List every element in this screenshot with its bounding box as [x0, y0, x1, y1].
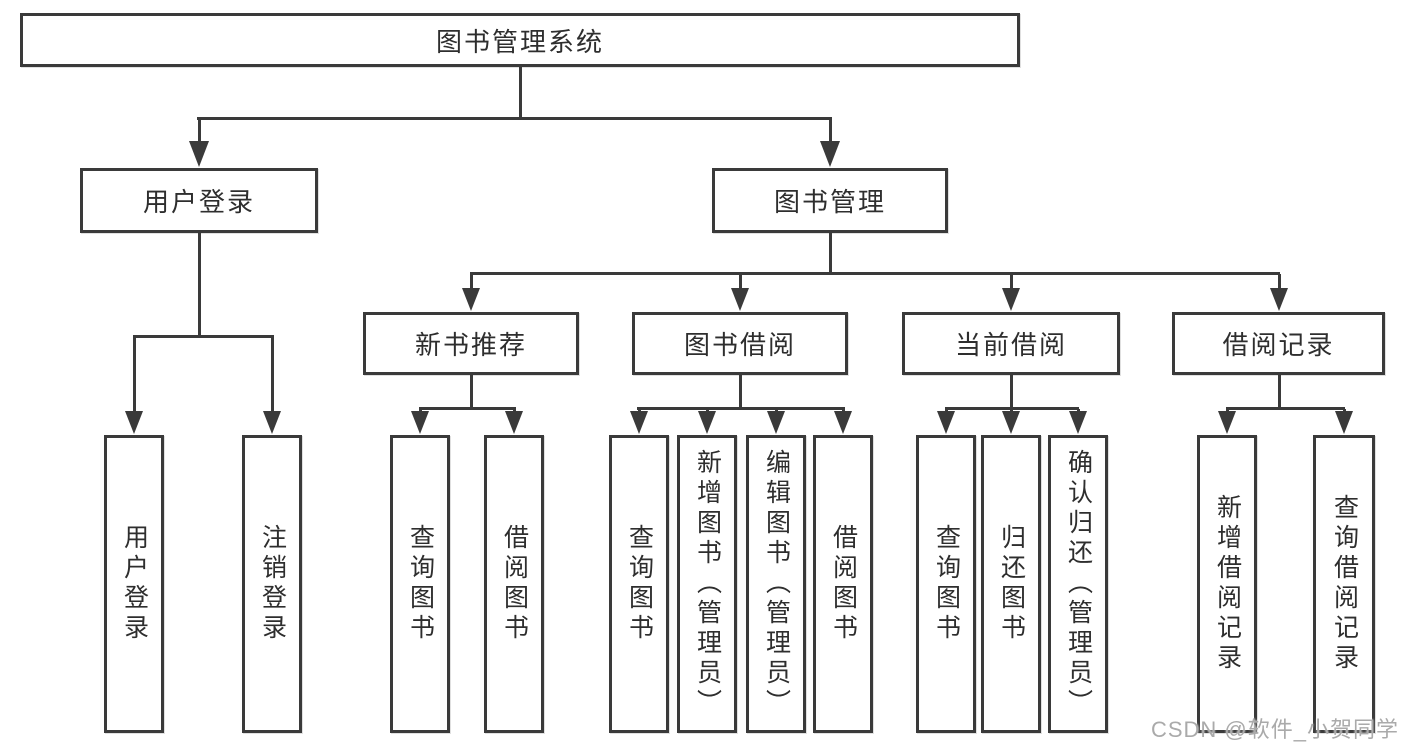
node-book-management: 图书管理: [712, 168, 948, 233]
node-label: 图书管理: [773, 187, 886, 217]
connector-line: [637, 407, 845, 410]
leaf-label: 查询借阅记录: [1330, 494, 1359, 674]
leaf-label: 注销登录: [258, 524, 287, 644]
node-label: 图书管理系统: [435, 26, 604, 57]
node-label: 新书推荐: [414, 330, 527, 360]
arrowhead-down-icon: [937, 411, 955, 434]
leaf-label: 查询图书: [406, 524, 435, 644]
leaf-borrow-books: 借阅图书: [813, 435, 873, 733]
arrowhead-down-icon: [462, 288, 480, 311]
leaf-user-login: 用户登录: [104, 435, 164, 733]
arrowhead-down-icon: [1335, 411, 1353, 434]
connector-line: [197, 117, 832, 120]
node-new-book-recommend: 新书推荐: [363, 312, 579, 375]
arrowhead-down-icon: [767, 411, 785, 434]
node-root-library-system: 图书管理系统: [20, 13, 1020, 67]
leaf-confirm-return-admin: 确认归还（管理员）: [1048, 435, 1108, 733]
connector-line: [519, 67, 522, 119]
arrowhead-down-icon: [1218, 411, 1236, 434]
node-label: 当前借阅: [954, 330, 1067, 360]
connector-line: [419, 407, 516, 410]
connector-line: [1278, 375, 1281, 409]
arrowhead-down-icon: [1069, 411, 1087, 434]
connector-line: [133, 335, 274, 338]
connector-line: [133, 337, 136, 413]
connector-line: [198, 233, 201, 337]
leaf-label: 编辑图书（管理员）: [762, 449, 791, 719]
arrowhead-down-icon: [505, 411, 523, 434]
leaf-label: 借阅图书: [500, 524, 529, 644]
leaf-return-book: 归还图书: [981, 435, 1041, 733]
leaf-edit-book-admin: 编辑图书（管理员）: [746, 435, 806, 733]
connector-line: [470, 375, 473, 409]
connector-line: [271, 337, 274, 413]
arrowhead-down-icon: [1002, 411, 1020, 434]
connector-line: [470, 274, 473, 289]
arrowhead-down-icon: [189, 141, 209, 167]
leaf-label: 新增图书（管理员）: [693, 449, 722, 719]
leaf-label: 借阅图书: [829, 524, 858, 644]
arrowhead-down-icon: [1002, 288, 1020, 311]
leaf-label: 查询图书: [932, 524, 961, 644]
leaf-query-books-current: 查询图书: [916, 435, 976, 733]
node-book-borrowing: 图书借阅: [632, 312, 848, 375]
connector-line: [829, 119, 832, 145]
leaf-query-borrow-record: 查询借阅记录: [1313, 435, 1375, 733]
arrowhead-down-icon: [820, 141, 840, 167]
arrowhead-down-icon: [125, 411, 143, 434]
arrowhead-down-icon: [263, 411, 281, 434]
connector-line: [470, 272, 1280, 275]
csdn-watermark: CSDN @软件_小贺同学: [1150, 717, 1399, 742]
leaf-label: 查询图书: [625, 524, 654, 644]
arrowhead-down-icon: [731, 288, 749, 311]
connector-line: [1010, 375, 1013, 409]
leaf-label: 归还图书: [997, 524, 1026, 644]
arrowhead-down-icon: [411, 411, 429, 434]
connector-line: [1226, 407, 1345, 410]
connector-line: [739, 375, 742, 409]
node-label: 借阅记录: [1222, 330, 1335, 360]
leaf-label: 确认归还（管理员）: [1064, 449, 1093, 719]
connector-line: [739, 274, 742, 289]
leaf-label: 新增借阅记录: [1213, 494, 1242, 674]
node-label: 图书借阅: [683, 330, 796, 360]
connector-line: [1278, 274, 1281, 289]
connector-line: [198, 119, 201, 145]
leaf-add-borrow-record: 新增借阅记录: [1197, 435, 1257, 733]
connector-line: [829, 233, 832, 274]
leaf-query-books-recommend: 查询图书: [390, 435, 450, 733]
arrowhead-down-icon: [630, 411, 648, 434]
connector-line: [945, 407, 1079, 410]
arrowhead-down-icon: [1270, 288, 1288, 311]
leaf-borrow-books-recommend: 借阅图书: [484, 435, 544, 733]
node-current-borrowing: 当前借阅: [902, 312, 1120, 375]
arrowhead-down-icon: [834, 411, 852, 434]
node-borrowing-records: 借阅记录: [1172, 312, 1385, 375]
arrowhead-down-icon: [698, 411, 716, 434]
node-user-login: 用户登录: [80, 168, 318, 233]
leaf-query-books-borrowing: 查询图书: [609, 435, 669, 733]
leaf-add-book-admin: 新增图书（管理员）: [677, 435, 737, 733]
connector-line: [1010, 274, 1013, 289]
node-label: 用户登录: [142, 187, 255, 217]
leaf-logout: 注销登录: [242, 435, 302, 733]
leaf-label: 用户登录: [120, 524, 149, 644]
